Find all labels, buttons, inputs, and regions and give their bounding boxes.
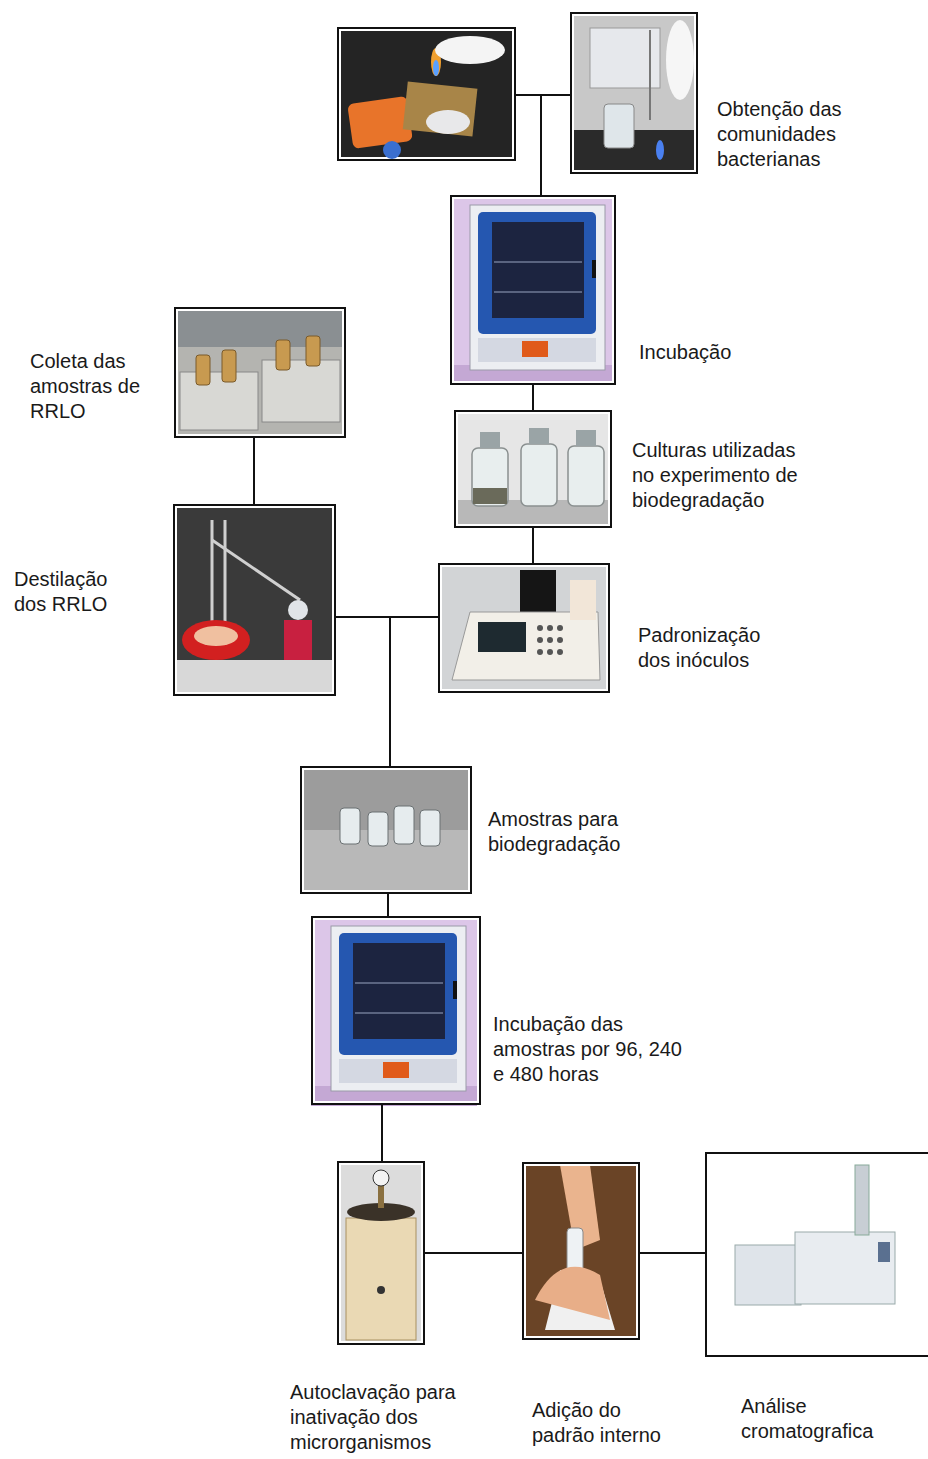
connector-line [532, 528, 534, 563]
step-label: Autoclavação para inativação dos microrg… [290, 1380, 495, 1455]
photo-frame: Destilação dos RRLO [173, 504, 336, 696]
step-label: Coleta das amostras de RRLO [30, 349, 170, 424]
connector-line [390, 617, 438, 766]
photo-frame: Análise cromatografica [705, 1152, 928, 1357]
connector-line [425, 1252, 522, 1254]
photo-frame: Padronização dos inóculos [438, 563, 610, 693]
connector-line [532, 385, 534, 410]
connector-line [253, 438, 255, 504]
step-label: Padronização dos inóculos [638, 623, 798, 673]
photo-frame: Incubação das amostras por 96, 240 e 480… [311, 916, 481, 1105]
step-label: Culturas utilizadas no experimento de bi… [632, 438, 822, 513]
photo-frame: Coleta das amostras de RRLO [174, 307, 346, 438]
photo-frame: Adição do padrão interno [522, 1162, 640, 1340]
photo-frame: Incubação [450, 195, 616, 385]
connector-line [541, 95, 570, 195]
photo-frame: Autoclavação para inativação dos microrg… [337, 1161, 425, 1345]
photo-frame: Amostras para biodegradação [300, 766, 472, 894]
step-label: Destilação dos RRLO [14, 567, 134, 617]
step-label: Incubação das amostras por 96, 240 e 480… [493, 1012, 693, 1087]
connector-line [640, 1252, 705, 1254]
photo-frame: Culturas utilizadas no experimento de bi… [454, 410, 612, 528]
connector-line [381, 1105, 383, 1161]
step-label: Obtenção das comunidades bacterianas [717, 97, 867, 172]
photo-frame: Obtenção das comunidades bacterianas [570, 12, 698, 174]
connector-line [336, 617, 390, 766]
step-label: Adição do padrão interno [532, 1398, 682, 1448]
step-label: Amostras para biodegradação [488, 807, 663, 857]
connector-line [387, 894, 389, 916]
step-label: Análise cromatografica [741, 1394, 911, 1444]
step-label: Incubação [639, 340, 789, 365]
